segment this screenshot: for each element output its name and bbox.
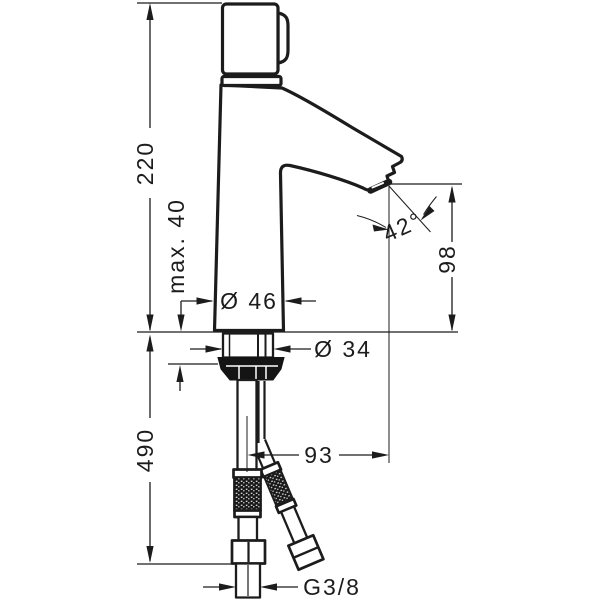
dim-spout-reach: 93 [247, 442, 389, 468]
hose-tube [237, 515, 259, 543]
dim-body-diameter: Ø 46 [181, 288, 316, 314]
arrowhead-down [146, 546, 154, 563]
arrowhead-right [205, 345, 223, 353]
dim-spout-angle-label: 42° [379, 207, 427, 247]
dim-outlet-height: 98 [389, 183, 462, 332]
hose-edge [263, 439, 277, 465]
arrowhead-left [247, 451, 265, 459]
arrowhead-right [219, 583, 236, 591]
arrowhead-angle-left [372, 224, 389, 232]
handle-button [276, 11, 290, 65]
dim-total-height-label: 220 [132, 141, 158, 185]
faucet-handle [220, 2, 280, 76]
faucet-outline [212, 2, 404, 333]
dim-shank-diameter: Ø 34 [190, 336, 372, 362]
angle-arrow-left-tail [356, 215, 387, 228]
dim-max-mounting: max. 40 [163, 198, 218, 391]
dim-hose-length-label: 490 [132, 428, 158, 472]
angle-reference-diagonal [388, 185, 431, 233]
supply-hose-vertical [230, 378, 267, 599]
handle-ring [220, 74, 283, 88]
arrowhead-up [146, 3, 154, 20]
dim-outlet-height-label: 98 [434, 244, 460, 274]
mounting-nut [217, 357, 285, 381]
fitting-split [292, 546, 319, 559]
arrowhead-down [448, 314, 456, 332]
arrowhead-down [177, 314, 185, 332]
dim-connection-thread: G3/8 [203, 574, 361, 600]
arrowhead-left [260, 583, 277, 591]
hose-braid [233, 476, 262, 512]
arrowhead-up [448, 185, 456, 203]
dim-total-height: 220 [132, 2, 222, 332]
arrowhead-up [146, 334, 154, 352]
angle-arrow-right-tail [423, 196, 437, 215]
under-deck-assembly [217, 332, 325, 599]
dim-body-diameter-label: Ø 46 [220, 288, 278, 314]
arrowhead-angle-right [420, 206, 435, 221]
arrowhead-right [372, 451, 389, 459]
hose-tube [279, 505, 309, 545]
dim-shank-diameter-label: Ø 34 [314, 336, 372, 362]
dim-max-mounting-label: max. 40 [163, 198, 189, 294]
dim-spout-angle: 42° [356, 185, 437, 463]
arrowhead-down [146, 314, 154, 332]
dim-hose-length: 490 [132, 334, 233, 565]
dim-connection-thread-label: G3/8 [303, 574, 361, 600]
arrowhead-up [176, 365, 184, 382]
arrowhead-left [273, 345, 291, 353]
aerator-slot [371, 182, 384, 189]
arrowhead-right [196, 297, 214, 305]
dim-spout-reach-label: 93 [304, 442, 334, 468]
aerator-face [367, 178, 393, 194]
